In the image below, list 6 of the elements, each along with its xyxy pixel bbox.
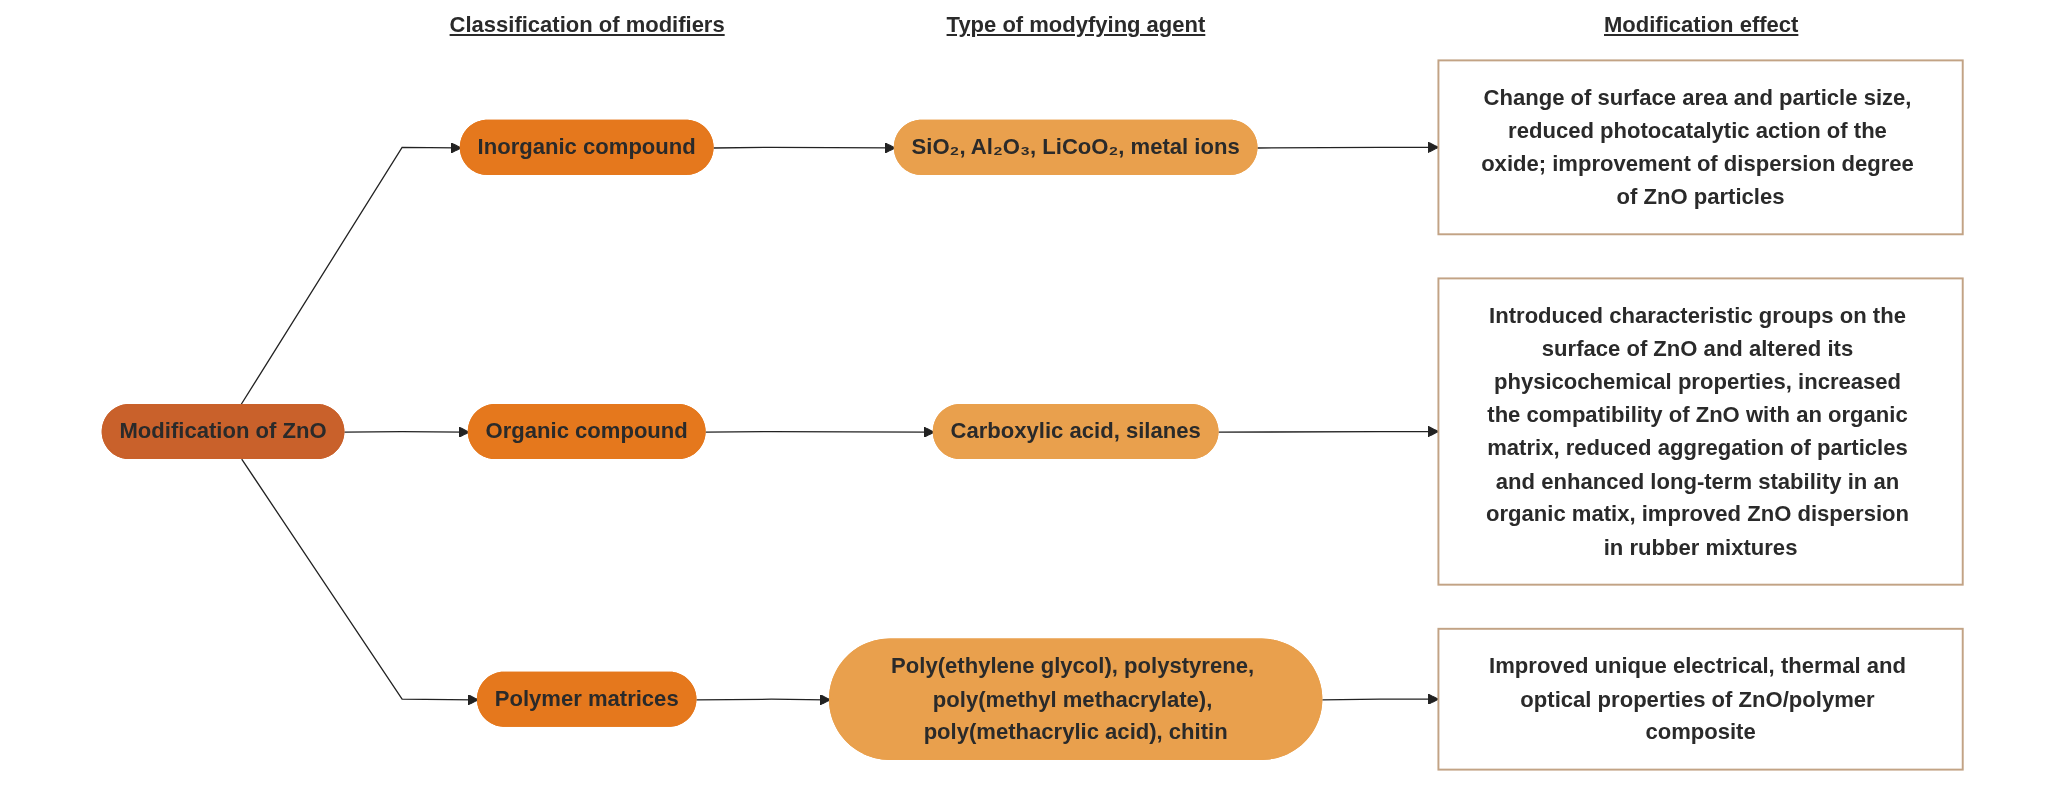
node-box: Introduced characteristic groups on the surface of ZnO and altered its physicochemical properties, increased the compatibility of ZnO with an organic matrix, reduced aggregation of particles and enhanced long-term stability in an organic matix, improved ZnO dispersion in rubber mixtures: [1437, 277, 1965, 586]
column-heading: Classification of modifiers: [449, 12, 725, 38]
column-heading: Modification effect: [1604, 12, 1799, 38]
column-heading: Type of modyfying agent: [946, 12, 1206, 38]
node-box: Improved unique electrical, thermal and optical properties of ZnO/polymer composite: [1437, 627, 1965, 771]
node-box: Change of surface area and particle size, reduced photocatalytic action of the oxide; improvement of dispersion degree of ZnO particles: [1437, 59, 1965, 236]
